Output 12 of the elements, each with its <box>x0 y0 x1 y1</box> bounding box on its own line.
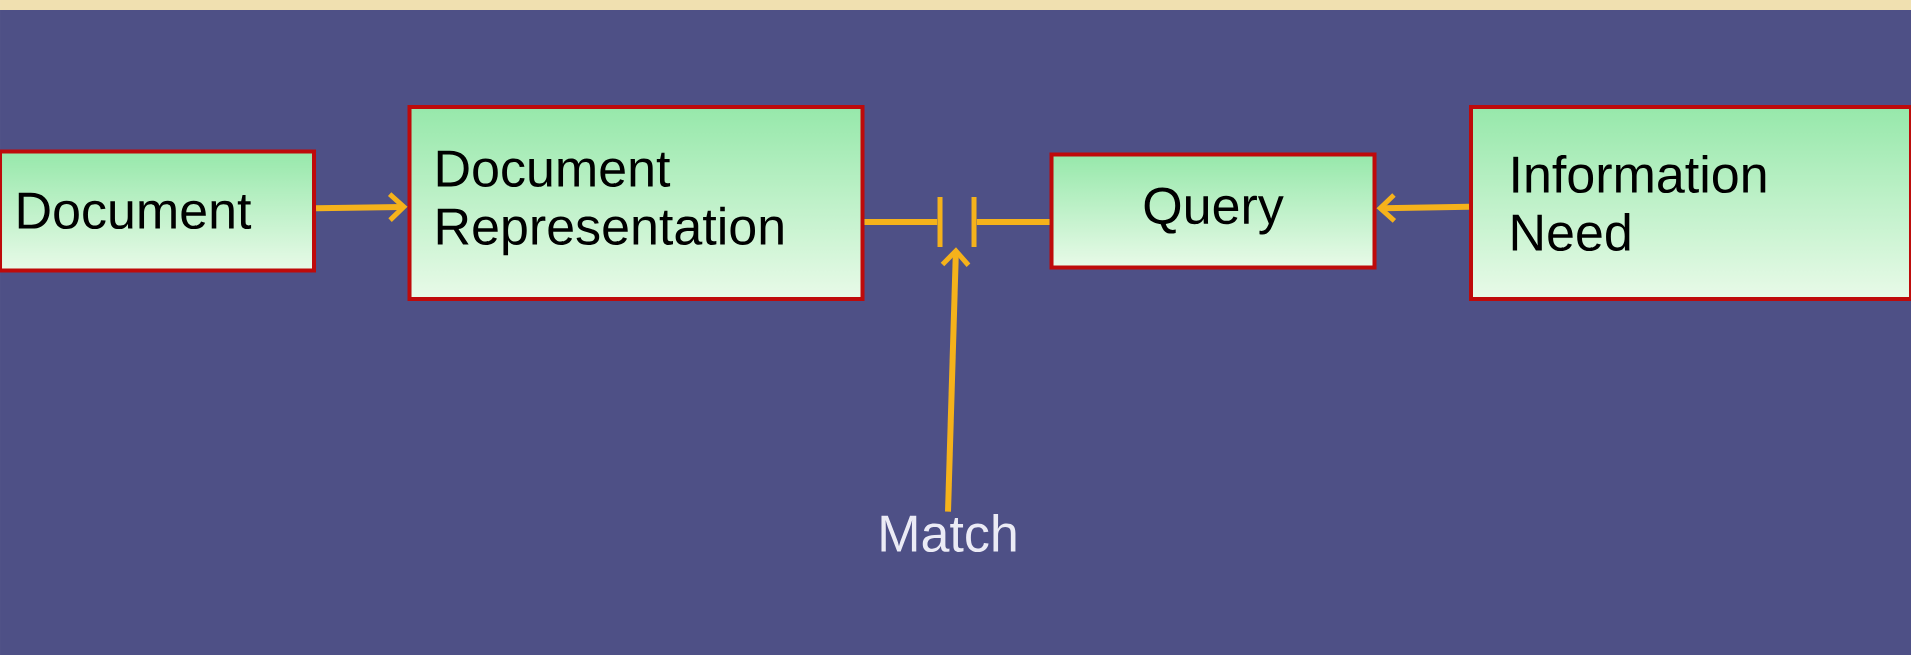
bar-symbol <box>971 197 977 247</box>
connector-line <box>976 219 1050 225</box>
process-box: Information Need <box>1469 105 1911 301</box>
arrow <box>315 192 408 222</box>
arrow <box>940 247 971 512</box>
connector-line <box>864 219 938 225</box>
process-box: Query <box>1049 152 1377 270</box>
bar-symbol <box>937 197 943 247</box>
arrow <box>1376 193 1470 223</box>
process-box: Document Representation <box>407 105 865 301</box>
process-box: Document <box>0 149 316 273</box>
match-label: Match <box>881 513 1016 553</box>
